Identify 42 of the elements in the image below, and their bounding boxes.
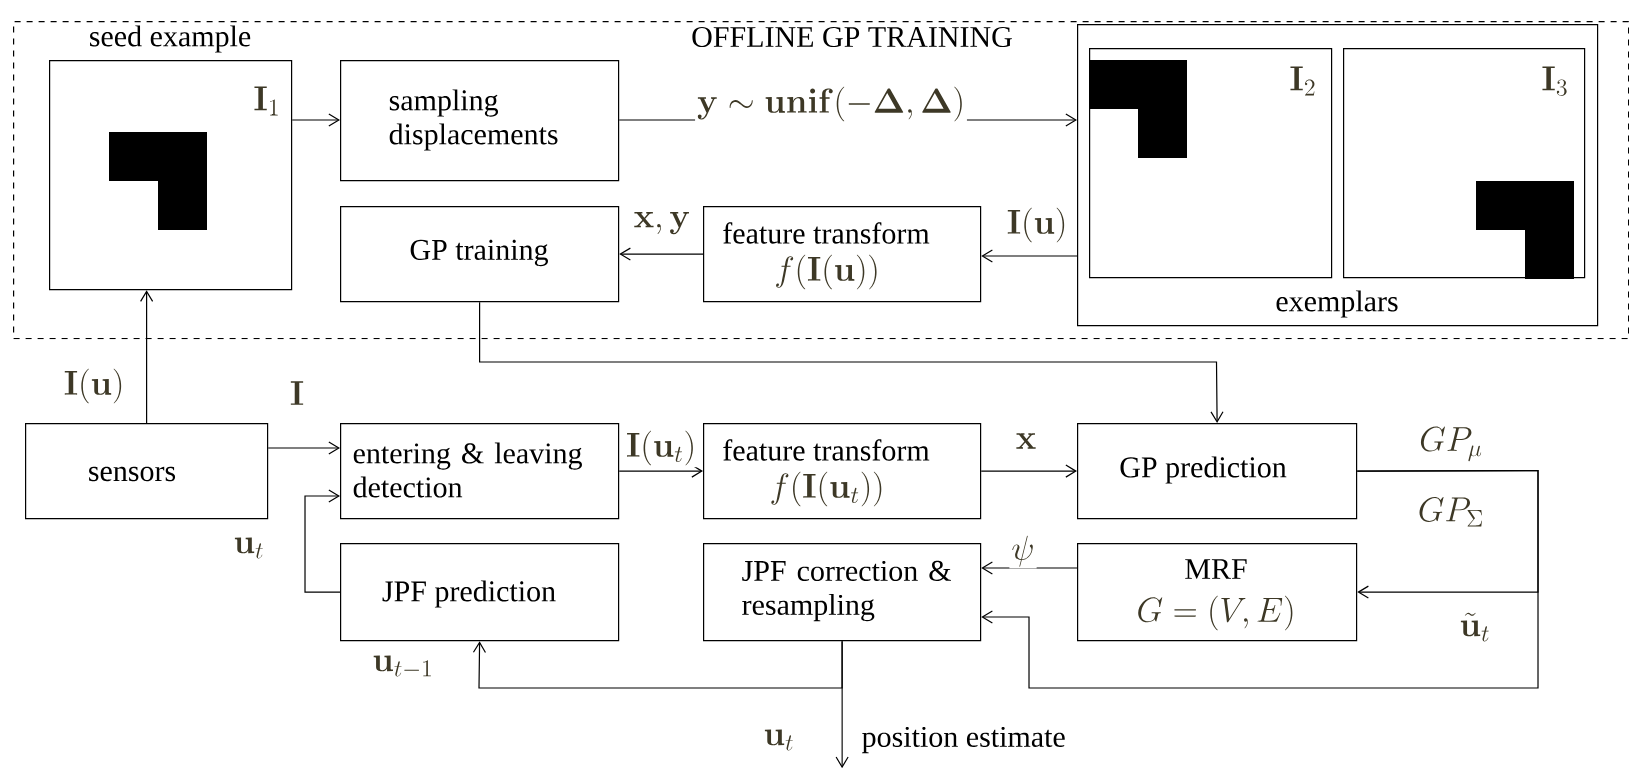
edge-label: $\psi$ [1009, 533, 1037, 569]
arrow [304, 489, 341, 593]
arrow [981, 469, 1539, 689]
arrow [618, 464, 703, 478]
process-box: GP training [340, 206, 620, 303]
process-box: feature transform $f(\mathbf{I}(\mathbf{u}_t))$ [703, 423, 982, 520]
process-box: JPF correction & resampling [703, 543, 982, 642]
process-box: MRF $G=(V,E)$ [1077, 543, 1358, 642]
edge-label: $\mathbf{x}$ [1013, 431, 1039, 451]
process-box: sensors [25, 423, 269, 520]
arrow [835, 640, 849, 768]
arrow [981, 561, 1078, 575]
process-box: GP prediction [1077, 423, 1358, 520]
edge-label: $\mathbf{u}_{t-1}$ [370, 653, 436, 681]
symbol-label: $\mathbf{u}_t$ [234, 537, 263, 559]
edge-label: $\tilde{\mathbf{u}}_t$ [1457, 610, 1493, 644]
arrow [980, 464, 1077, 478]
edge-label: $\mathbf{u}_t$ [761, 727, 797, 753]
process-box: sampling displacements [340, 60, 620, 182]
arrow [140, 290, 154, 424]
output-text: position estimate [862, 726, 1065, 754]
edge-label: $\mathbf{I}$ [287, 379, 307, 407]
arrow [479, 301, 1224, 423]
edge-label: $\mathbf{x},\mathbf{y}$ [631, 209, 693, 237]
process-box: JPF prediction [340, 543, 620, 642]
image-box: $\mathbf{I}_2$ [1089, 48, 1333, 279]
process-box: entering & leaving detection [340, 423, 620, 520]
image-panel: seed example $\mathbf{I}_1$ [49, 25, 293, 291]
symbol-label: $GP_\Sigma$ [1419, 496, 1482, 527]
arrow [291, 113, 340, 127]
edge-label: $\mathbf{y}\sim\mathbf{unif}(-\mathbf{\Delta},\mathbf{\Delta})$ [695, 84, 967, 124]
image-box: $\mathbf{I}_3$ [1343, 48, 1586, 279]
symbol-label: $GP_\mu$ [1420, 426, 1482, 462]
edge-label: $\mathbf{I}(\mathbf{u})$ [61, 366, 127, 406]
node-label: seed example [90, 25, 251, 53]
process-box: feature transform $f(\mathbf{I}(\mathbf{u}))$ [703, 206, 982, 303]
edge-label: $\mathbf{I}(\mathbf{u})$ [1004, 205, 1070, 245]
arrow [619, 247, 704, 261]
arrow [981, 249, 1078, 263]
arrow [472, 640, 843, 689]
edge-label: $\mathbf{I}(\mathbf{u}_t)$ [624, 428, 699, 468]
arrow [267, 441, 340, 455]
